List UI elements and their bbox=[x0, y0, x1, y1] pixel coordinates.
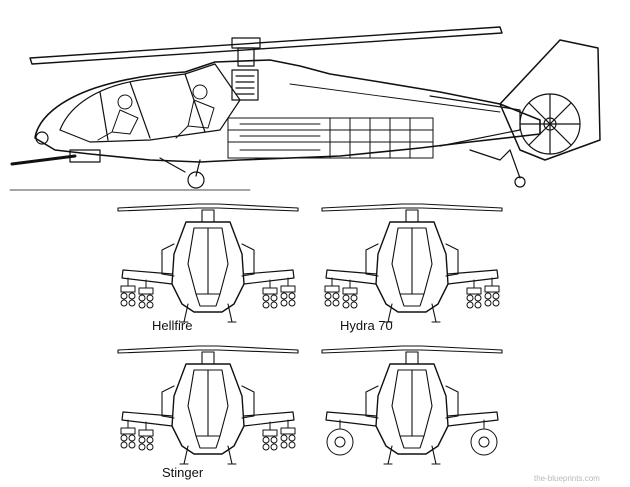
main-landing-gear bbox=[159, 157, 205, 189]
tail-fenestron bbox=[499, 39, 601, 161]
rotor-mast bbox=[237, 47, 255, 67]
front-view-fuel-tanks bbox=[321, 345, 503, 465]
weapons-bay bbox=[227, 117, 434, 159]
side-view bbox=[9, 26, 601, 191]
engine-intake bbox=[231, 69, 259, 101]
front-view-hydra-70 bbox=[321, 203, 503, 323]
nose-sensor bbox=[35, 131, 49, 145]
crew-front bbox=[97, 94, 139, 141]
crew-rear bbox=[175, 84, 215, 139]
label-hydra-70: Hydra 70 bbox=[340, 318, 393, 333]
front-view-hellfire bbox=[117, 203, 299, 323]
nose-gun bbox=[10, 149, 101, 166]
main-rotor-blade bbox=[29, 26, 503, 65]
front-view-stinger bbox=[117, 345, 299, 465]
fuselage-outline bbox=[34, 59, 541, 163]
watermark: the-blueprints.com bbox=[534, 474, 600, 483]
tail-landing-gear bbox=[469, 149, 526, 188]
canopy bbox=[59, 63, 241, 143]
label-stinger: Stinger bbox=[162, 465, 204, 480]
label-hellfire: Hellfire bbox=[152, 318, 193, 333]
